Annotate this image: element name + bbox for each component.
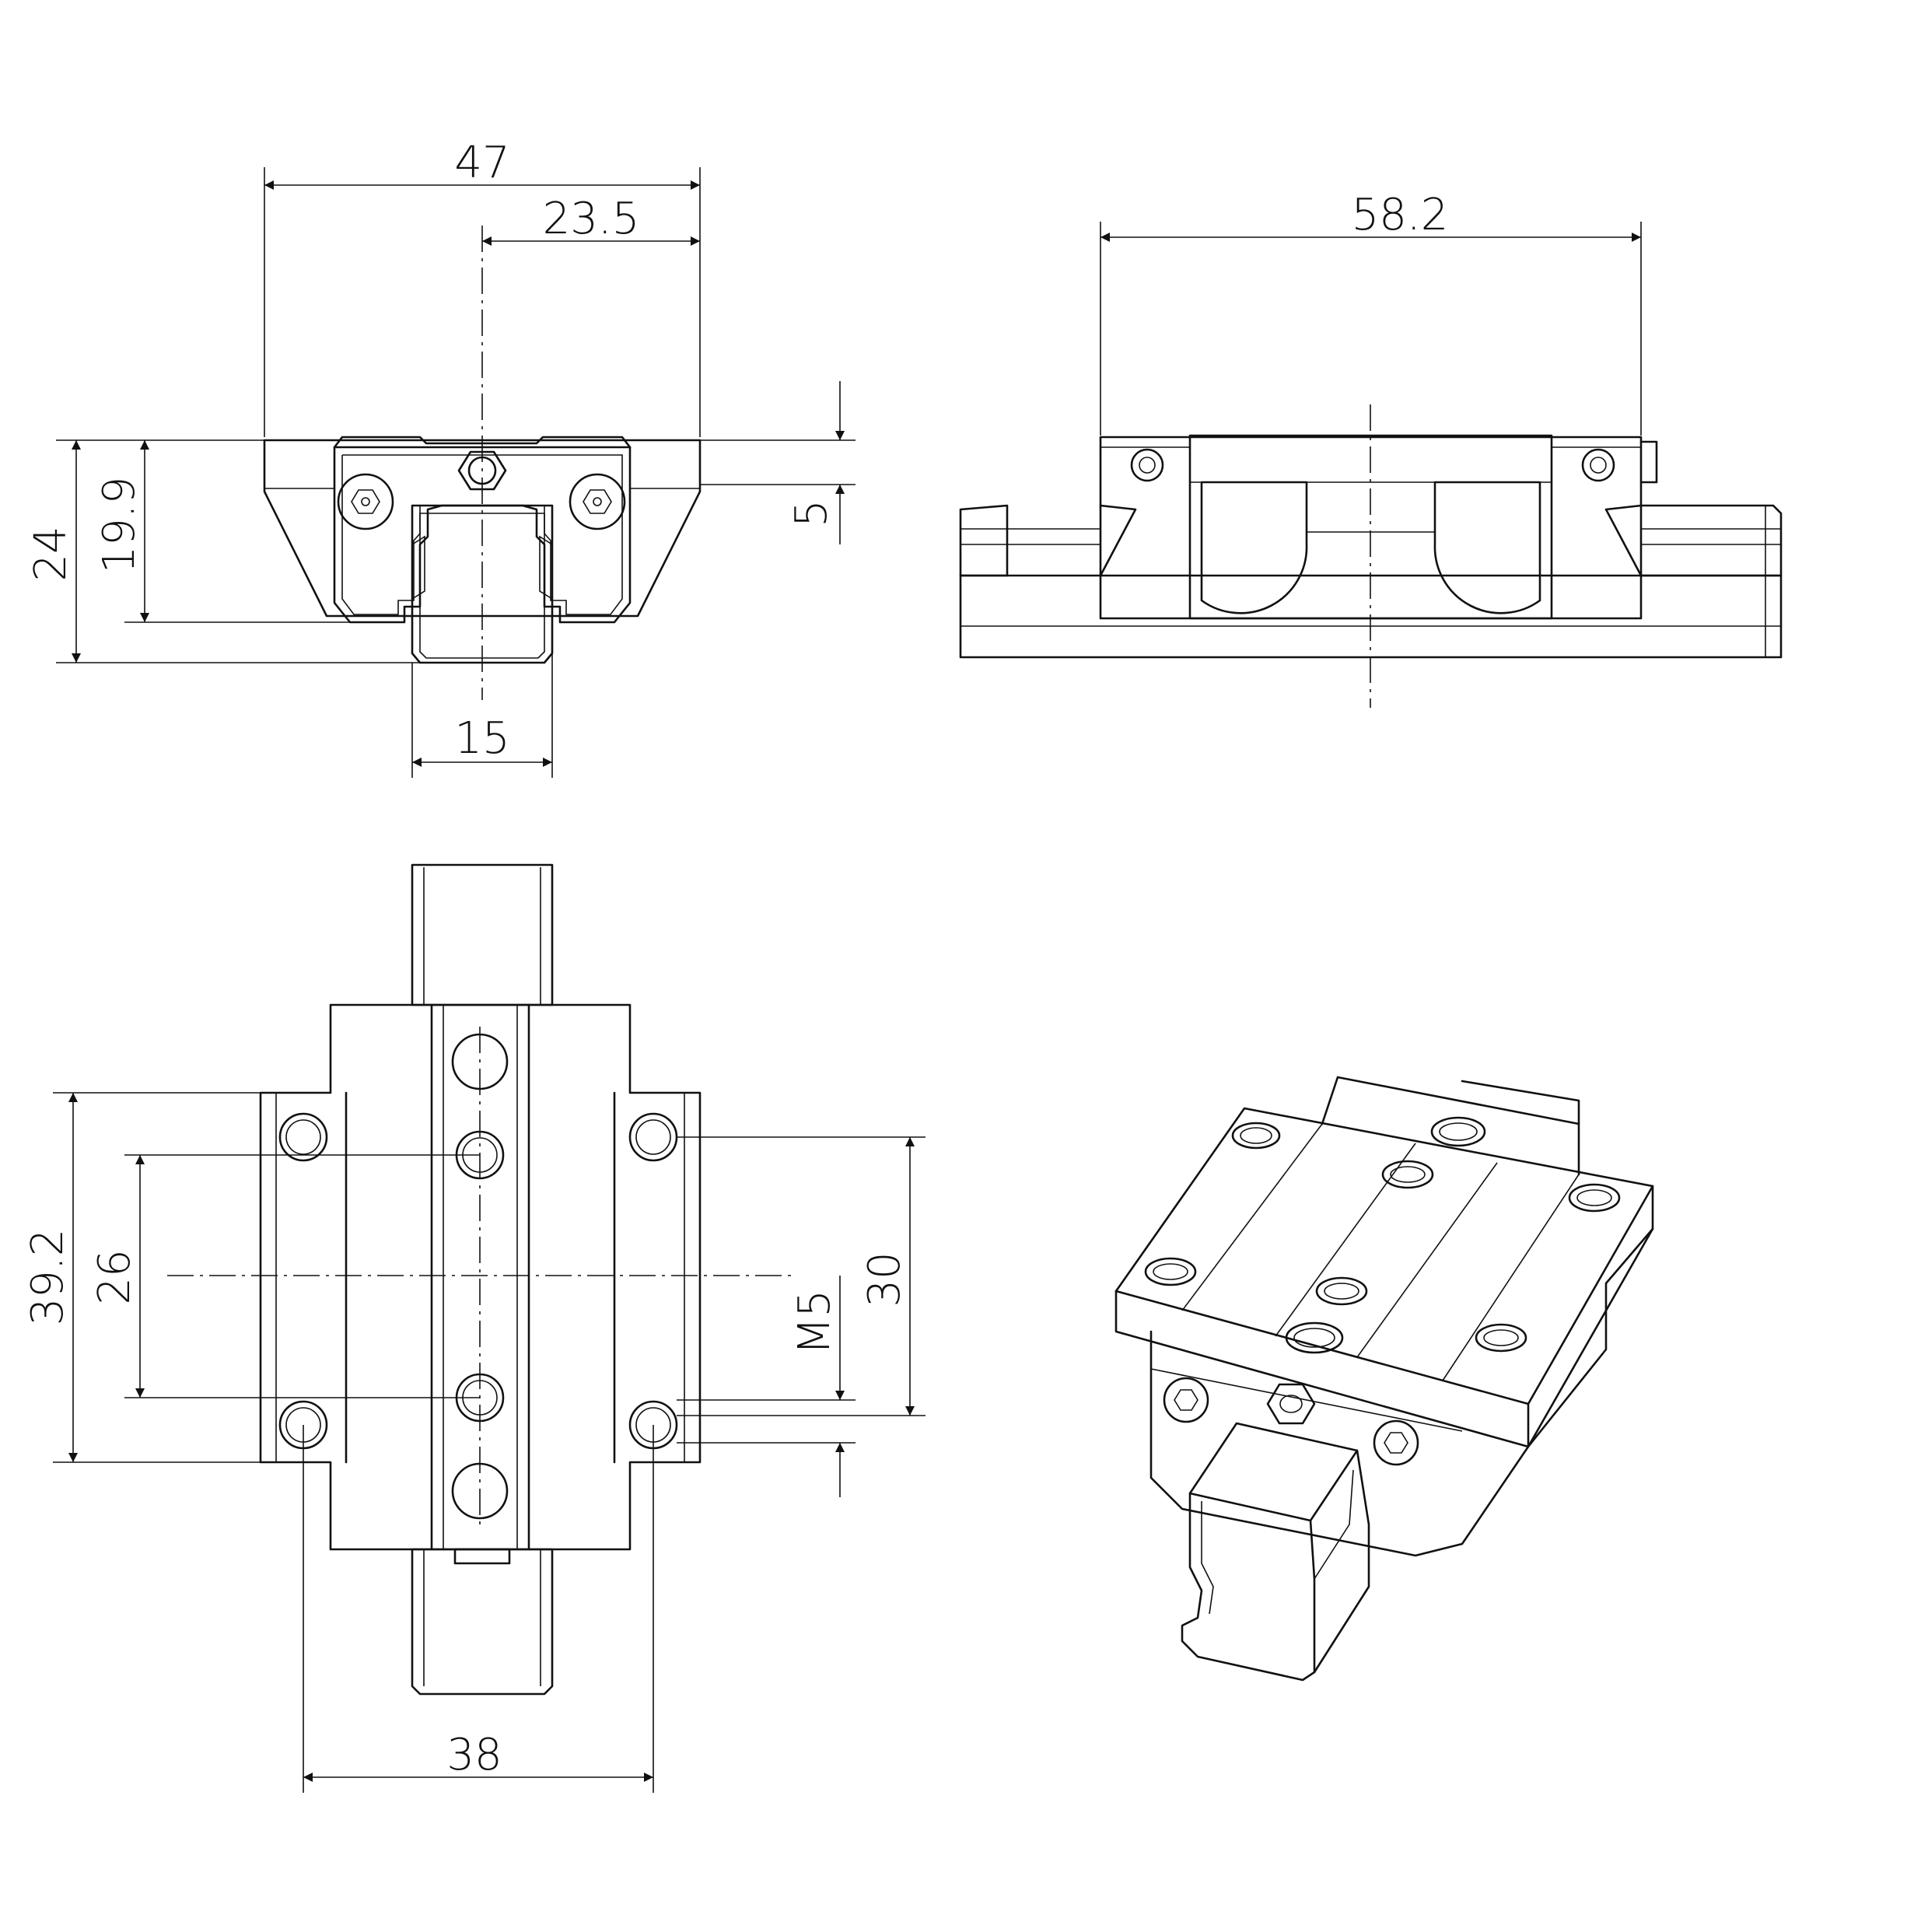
isometric-view — [1114, 1076, 1654, 1682]
dim-width-total: 47 — [454, 138, 509, 188]
dim-length-total: 58.2 — [1352, 190, 1449, 240]
top-view: 39.2 26 30 M5 38 — [23, 863, 926, 1793]
dim-top-offset: 5 — [786, 499, 837, 527]
dim-hole-spacing-length: 26 — [89, 1249, 140, 1304]
dim-thread: M5 — [789, 1290, 840, 1355]
front-view: 47 23.5 24 19.9 5 15 — [26, 138, 856, 778]
dim-hole-spacing-width: 38 — [446, 1730, 502, 1780]
dim-half-width: 23.5 — [543, 194, 640, 244]
dim-height-total: 24 — [26, 526, 76, 581]
dim-hole-spacing-length-2: 30 — [859, 1251, 910, 1307]
side-view: 58.2 — [959, 190, 1783, 708]
dim-height-block: 19.9 — [94, 477, 145, 574]
dim-carriage-length: 39.2 — [23, 1229, 73, 1326]
dim-rail-width: 15 — [454, 713, 509, 764]
